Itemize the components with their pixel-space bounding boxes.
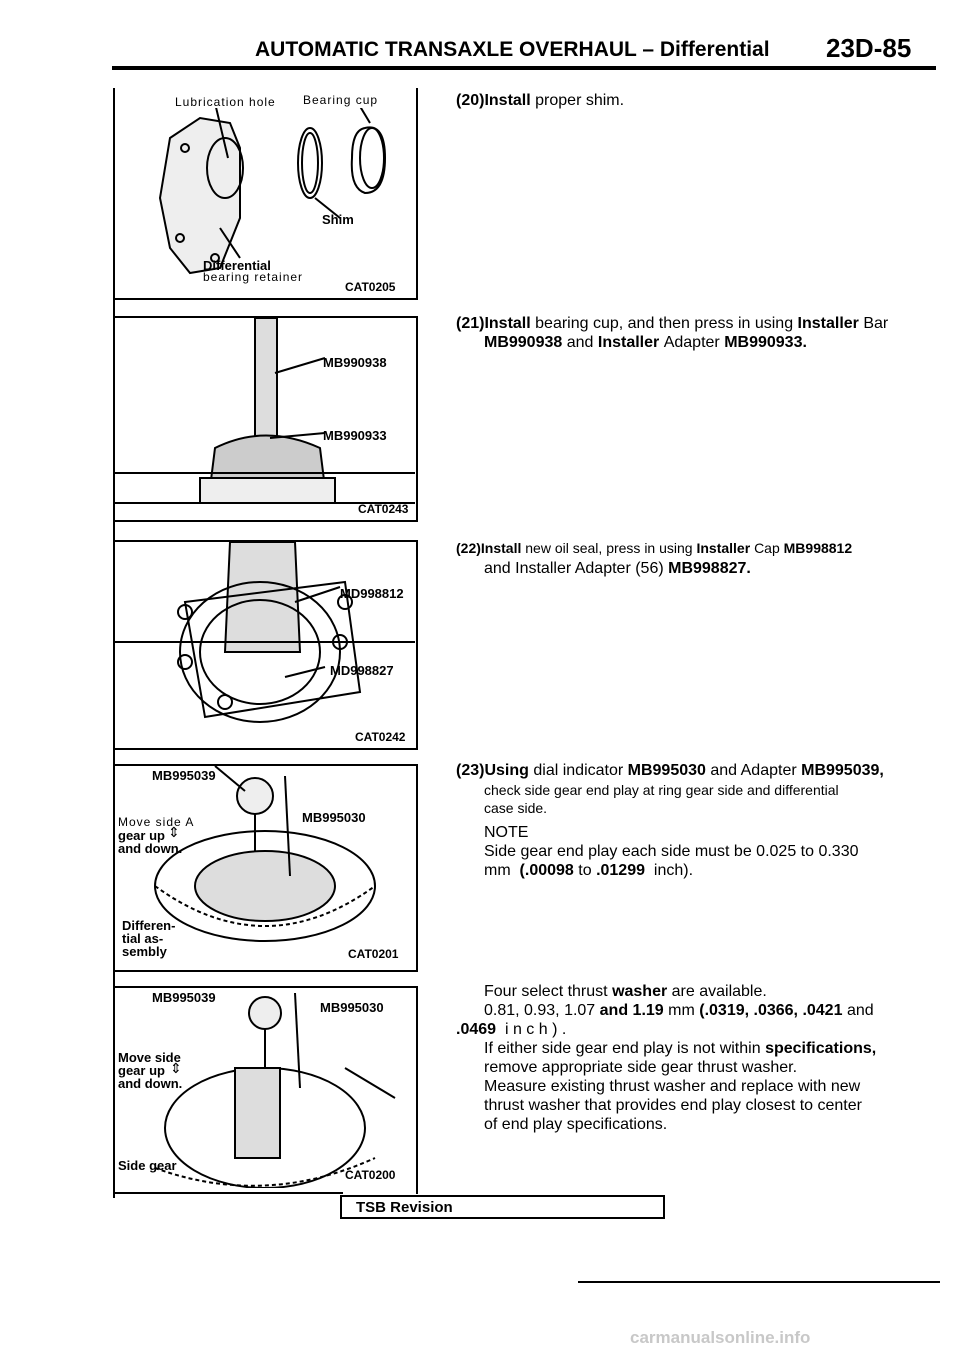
tool-label: MD998827 — [330, 663, 394, 678]
step-21-line2: MB990938 and Installer Adapter MB990933. — [484, 334, 807, 351]
note-line1: Side gear end play each side must be 0.0… — [484, 843, 859, 860]
page-number: 23D-85 — [826, 33, 912, 63]
label-differential-assembly: sembly — [122, 944, 167, 959]
label-differential: Differential — [203, 258, 271, 273]
para-line8: of end play specifications. — [484, 1116, 668, 1133]
figure-code: CAT0243 — [358, 502, 409, 516]
label-bearing-cup: Bearing cup — [303, 93, 379, 107]
step-22-line1: (22)Install new oil seal, press in using… — [456, 540, 853, 556]
para-line7: thrust washer that provides end play clo… — [484, 1097, 862, 1114]
figure-divider — [113, 298, 418, 300]
note-line2: mm (.00098 to .01299 inch). — [484, 862, 694, 879]
tsb-revision-box — [340, 1195, 665, 1219]
figure-divider — [113, 520, 418, 522]
label-lubrication-hole: Lubrication hole — [175, 95, 276, 109]
up-down-arrow-icon: ⇕ — [170, 1060, 182, 1076]
up-down-arrow-icon: ⇕ — [168, 824, 180, 840]
watermark: carmanualsonline.info — [630, 1328, 811, 1347]
para-line6: Measure existing thrust washer and repla… — [484, 1078, 861, 1095]
figure-border — [416, 316, 418, 520]
figure-divider — [113, 970, 418, 972]
figure-code: CAT0201 — [348, 947, 399, 961]
figure-code: CAT0200 — [345, 1168, 396, 1182]
figure-divider — [113, 1192, 343, 1194]
label-and-down: and down. — [118, 841, 183, 856]
tool-label: MD998812 — [340, 586, 404, 601]
dial-indicator-side-gear-illustration — [154, 992, 396, 1188]
label-move-side: Move side — [118, 1050, 181, 1065]
figure-divider — [113, 540, 418, 542]
page-title: AUTOMATIC TRANSAXLE OVERHAUL – Different… — [255, 38, 770, 61]
step-22-line2: and Installer Adapter (56) MB998827. — [484, 560, 751, 577]
figure-code: CAT0205 — [345, 280, 396, 294]
tool-label: MB990933 — [323, 428, 387, 443]
label-gear-up: gear up — [118, 828, 165, 843]
footer-rule — [578, 1281, 940, 1283]
figure-divider — [113, 748, 418, 750]
label-differential-assembly: tial as- — [122, 931, 164, 946]
para-line3: .0469 i n c h ) . — [456, 1021, 567, 1038]
figure-border — [416, 88, 418, 298]
label-gear-up: gear up — [118, 1063, 165, 1078]
label-differential-assembly: Differen- — [122, 918, 176, 933]
figure-column-rule — [113, 88, 115, 1198]
label-bearing-retainer: bearing retainer — [203, 270, 304, 284]
figure-divider — [113, 316, 418, 318]
tool-label: MB995039 — [152, 990, 216, 1005]
tool-label: MB995039 — [152, 768, 216, 783]
step-23-line2: check side gear end play at ring gear si… — [484, 782, 839, 798]
tool-label: MB995030 — [320, 1000, 384, 1015]
figure-border — [416, 986, 418, 1194]
figure-code: CAT0242 — [355, 730, 406, 744]
step-21-line1: (21)Install bearing cup, and then press … — [456, 315, 889, 332]
para-line1: Four select thrust washer are available. — [484, 983, 767, 1000]
figure-border — [416, 540, 418, 748]
figure-border — [416, 764, 418, 970]
figure-divider — [113, 986, 418, 988]
figure-divider — [113, 764, 418, 766]
header-rule — [112, 66, 936, 70]
label-move-side: Move side A — [118, 815, 195, 829]
installer-bar-illustration — [115, 318, 415, 504]
para-line4: If either side gear end play is not with… — [484, 1040, 877, 1057]
tsb-revision-label: TSB Revision — [356, 1199, 453, 1216]
para-line5: remove appropriate side gear thrust wash… — [484, 1059, 798, 1076]
tool-label: MB995030 — [302, 810, 366, 825]
label-side-gear: Side gear — [118, 1158, 177, 1173]
step-23-line1: (23)Using dial indicator MB995030 and Ad… — [456, 762, 884, 779]
differential-bearing-retainer-illustration — [158, 108, 387, 275]
tool-label: MB990938 — [323, 355, 387, 370]
para-line2: 0.81, 0.93, 1.07 and 1.19 mm (.0319, .03… — [484, 1002, 874, 1019]
step-20: (20)Install proper shim. — [456, 92, 625, 109]
dial-indicator-differential-illustration — [154, 766, 376, 942]
note-heading: NOTE — [484, 824, 529, 841]
step-23-line3: case side. — [484, 800, 548, 816]
label-shim: Shim — [322, 212, 354, 227]
label-and-down: and down. — [118, 1076, 183, 1091]
oil-seal-installer-illustration — [115, 542, 415, 723]
